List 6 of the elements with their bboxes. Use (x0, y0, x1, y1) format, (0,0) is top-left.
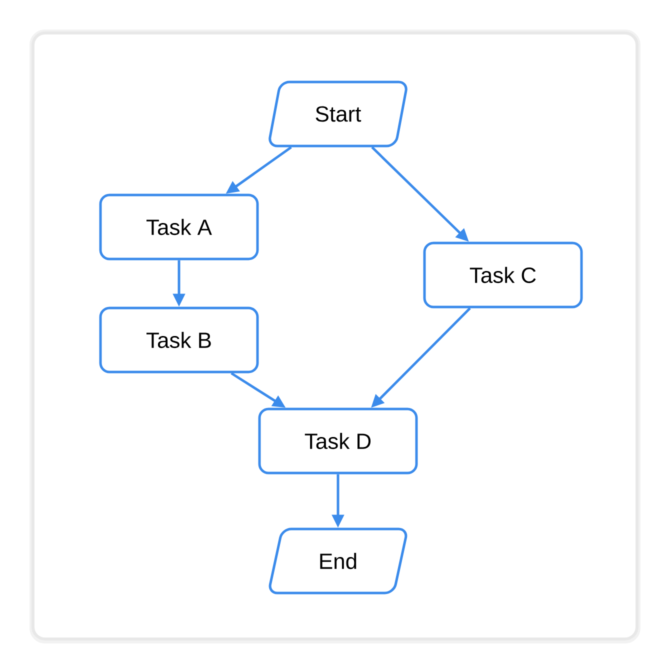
process-box: Task B (99, 306, 259, 374)
process-box: Task A (99, 194, 259, 260)
process-box: Task D (258, 408, 418, 474)
process-box: Task C (423, 242, 583, 308)
io-parallelogram: Start (268, 80, 408, 148)
io-parallelogram: End (268, 528, 408, 594)
